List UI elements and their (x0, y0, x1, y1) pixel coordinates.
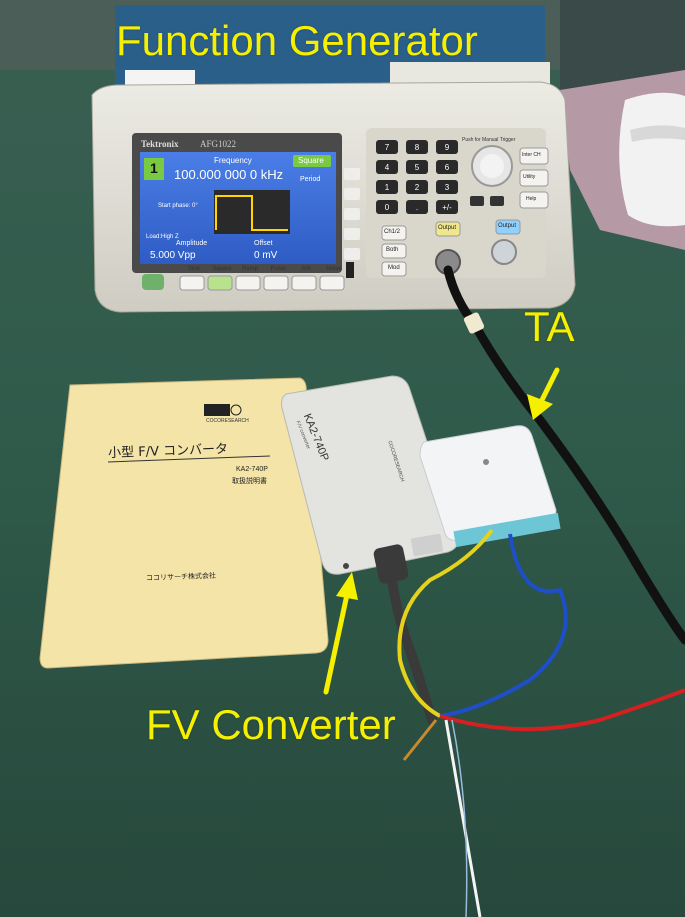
keypad-key (436, 160, 458, 174)
router (619, 92, 685, 227)
arrow-left-key (470, 196, 484, 206)
keypad-key (406, 200, 428, 214)
square-waveform (215, 195, 288, 231)
copper-wire (402, 719, 438, 761)
manual-title-rule (107, 455, 271, 463)
wave-button-arb (291, 275, 317, 291)
converter-input-connector (373, 544, 409, 584)
keypad-key-label: 1 (385, 183, 390, 192)
keypad-key (406, 160, 428, 174)
keypad-key (436, 140, 458, 154)
mode-tag (293, 155, 331, 167)
router-shadow (630, 125, 685, 142)
keypad-key-label: 6 (445, 163, 450, 172)
softkey-3 (344, 208, 360, 220)
converter-led (343, 563, 349, 569)
ch12-key (381, 225, 407, 241)
softkey-5 (344, 248, 360, 260)
softkey-1 (344, 168, 360, 180)
keypad-key (376, 140, 398, 154)
keypad-key (376, 200, 398, 214)
fv-converter-arrow (323, 572, 358, 695)
blue-wire (439, 533, 568, 718)
keypad-key-label: 4 (385, 163, 390, 172)
label-ta: TA (524, 303, 575, 350)
keypad-key-label: 9 (445, 143, 450, 152)
output-1-key (435, 221, 461, 237)
keypad-key-label: +/- (442, 203, 452, 212)
knob-center (480, 154, 504, 178)
keypad-key (376, 160, 398, 174)
label-fv-converter: FV Converter (146, 701, 396, 748)
cable-clip (463, 312, 485, 334)
keypad-key-label: 8 (415, 143, 420, 152)
usb-port (346, 262, 354, 278)
keypad: 7 8 9 4 5 6 1 2 3 0. +/- (376, 140, 458, 214)
wave-button-noise (319, 275, 345, 291)
keypad-key-label: 7 (385, 143, 390, 152)
keypad-key-label: 5 (415, 163, 420, 172)
wave-button-square (207, 275, 233, 291)
keypad-key (406, 140, 428, 154)
red-wire (439, 688, 685, 732)
both-key (381, 243, 407, 259)
wave-button-sine (179, 275, 205, 291)
thin-green-wire (451, 719, 468, 917)
keypad-key (376, 180, 398, 194)
keypad-key-label: 0 (385, 203, 390, 212)
keypad-key-label: . (416, 203, 418, 212)
yellow-wire (397, 528, 494, 718)
wave-button-ramp (235, 275, 261, 291)
softkey-4 (344, 228, 360, 240)
inter-ch-key (519, 147, 549, 165)
manual-logo-circle (230, 404, 242, 416)
bnc-connector-2 (491, 239, 517, 265)
channel-badge (144, 158, 164, 180)
keypad-key (436, 180, 458, 194)
softkey-2 (344, 188, 360, 200)
output-2-key (495, 219, 521, 235)
arrow-right-key (490, 196, 504, 206)
keypad-key (436, 200, 458, 214)
fv-converter-box (281, 375, 459, 575)
manual-logo (204, 404, 230, 416)
ta-arrow (527, 367, 560, 420)
ta-screw (483, 459, 489, 465)
keypad-key-label: 2 (415, 183, 420, 192)
keypad-key-label: 3 (445, 183, 450, 192)
white-wire (444, 719, 482, 917)
sensor-cable (387, 575, 437, 725)
manual-book (39, 377, 329, 669)
ta-box-base (453, 512, 561, 548)
label-function-generator: Function Generator (116, 17, 478, 64)
power-button (142, 274, 164, 290)
wave-button-pulse (263, 275, 289, 291)
keypad-key (406, 180, 428, 194)
help-key (519, 191, 549, 209)
utility-key (519, 169, 549, 187)
converter-output-port (410, 533, 444, 557)
mod-key (381, 261, 407, 277)
